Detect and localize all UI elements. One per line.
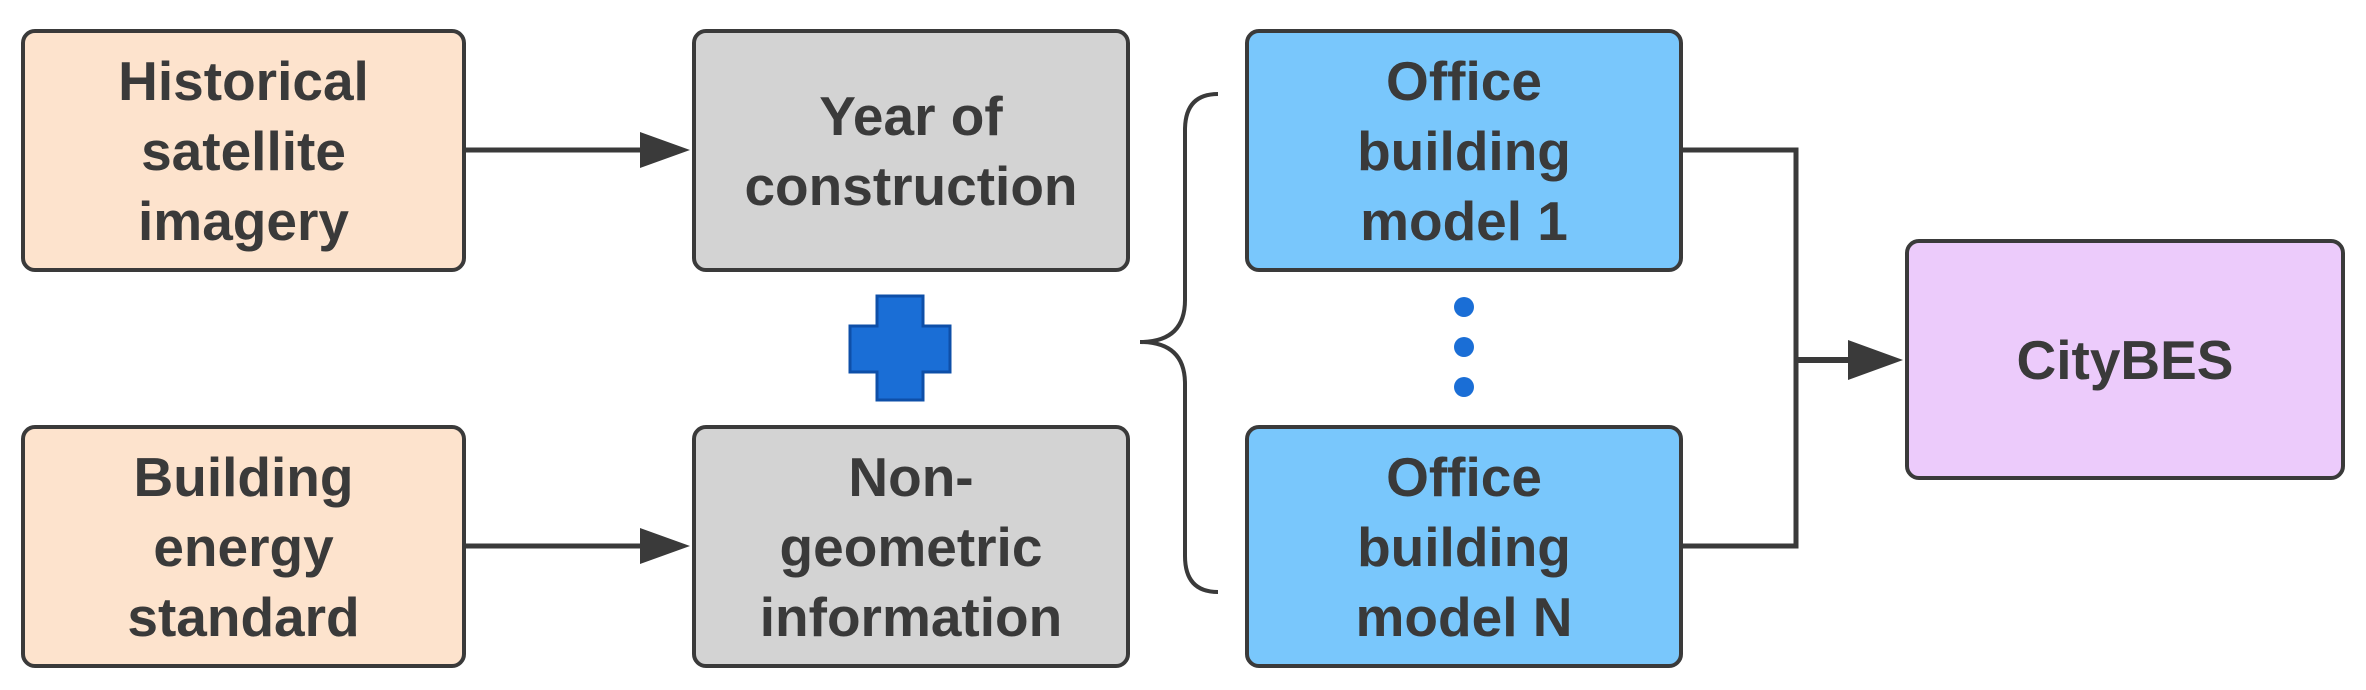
vertical-ellipsis-icon — [1454, 297, 1474, 397]
historical-satellite-imagery-box: Historical satellite imagery — [21, 29, 466, 272]
building-energy-standard-box: Building energy standard — [21, 425, 466, 668]
office-building-model-1-box: Office building model 1 — [1245, 29, 1683, 272]
merge-connector — [1683, 147, 1903, 549]
arrow-satellite-to-year — [466, 132, 690, 168]
plus-icon — [848, 294, 952, 402]
curly-brace — [1139, 92, 1219, 594]
citybes-box: CityBES — [1905, 239, 2345, 480]
office-building-model-n-box: Office building model N — [1245, 425, 1683, 668]
arrow-standard-to-nongeo — [466, 528, 690, 564]
non-geometric-information-box: Non- geometric information — [692, 425, 1130, 668]
year-of-construction-box: Year of construction — [692, 29, 1130, 272]
